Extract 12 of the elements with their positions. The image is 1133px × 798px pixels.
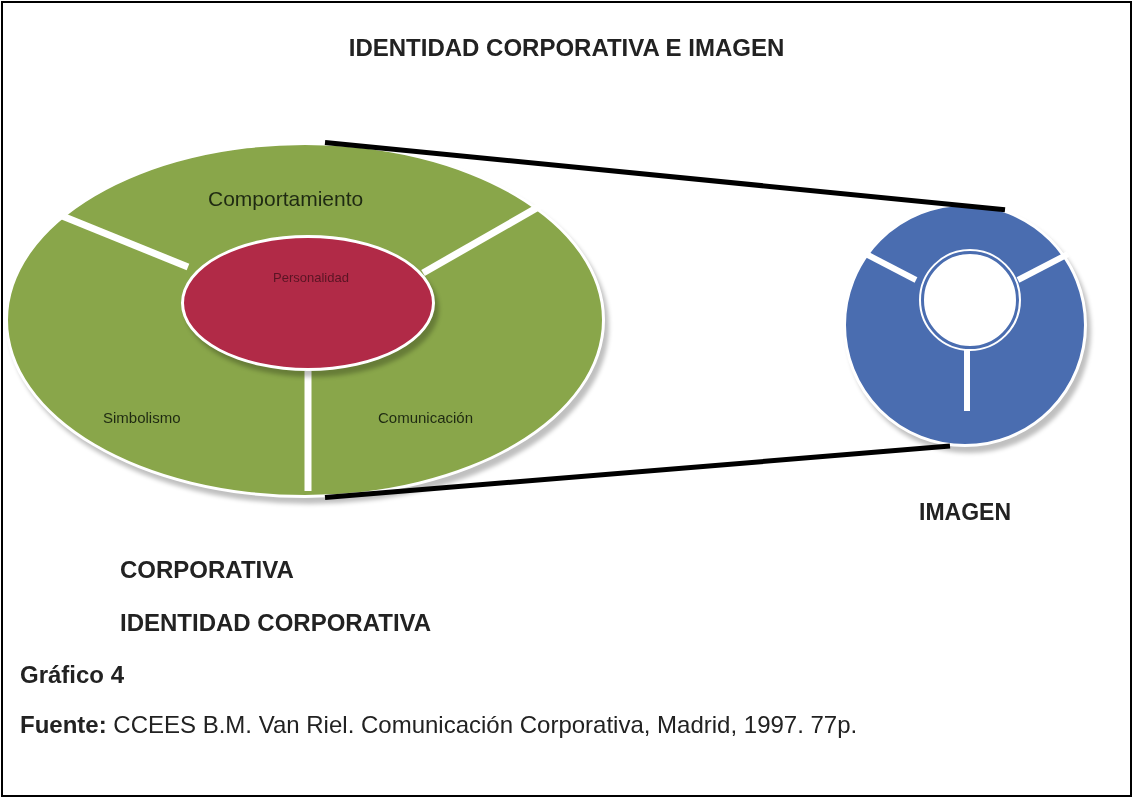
caption-text: IDENTIDAD CORPORATIVA — [120, 608, 432, 638]
source-note: Fuente: CCEES B.M. Van Riel. Comunicación Corporativa, Madrid, 1997. 77p. — [20, 710, 859, 740]
title: IDENTIDAD CORPORATIVA E IMAGEN — [347, 33, 786, 63]
caption-text: CORPORATIVA — [120, 555, 294, 585]
node-caption: IMAGEN — [918, 498, 1012, 527]
connector-line — [324, 139, 1006, 213]
segment-label: Comunicación — [378, 408, 474, 428]
figure-number: Gráfico 4 — [20, 660, 125, 690]
center-label: Personalidad — [272, 269, 350, 287]
segment-label: Simbolismo — [103, 408, 181, 428]
connector-line — [324, 443, 951, 501]
segment-label: Comportamiento — [208, 186, 364, 212]
